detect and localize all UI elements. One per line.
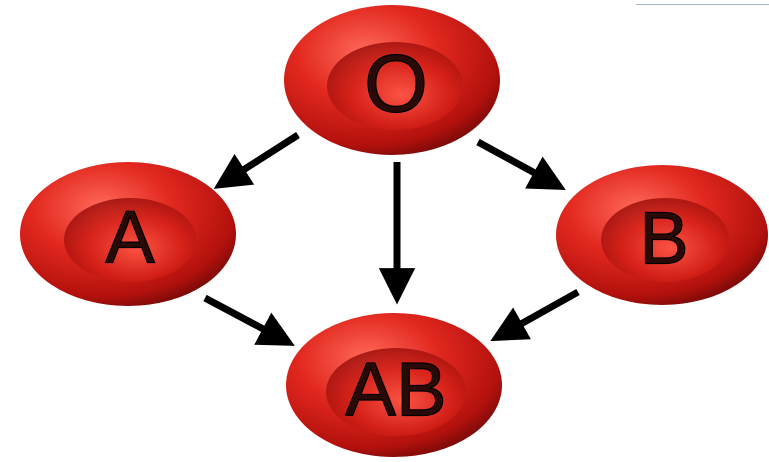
edges [205, 135, 578, 339]
node-b-label: B [639, 197, 688, 280]
arrow-a-to-ab [205, 298, 282, 339]
arrow-o-to-a [226, 135, 298, 181]
node-o-label: O [364, 39, 428, 130]
node-ab-label: AB [345, 348, 446, 433]
node-ab: AB [286, 313, 502, 457]
node-b: B [556, 165, 768, 305]
node-a-label: A [105, 196, 155, 279]
node-o: O [284, 5, 500, 155]
arrow-o-to-b [478, 142, 553, 183]
arrow-b-to-ab [503, 292, 578, 334]
node-a: A [20, 162, 236, 306]
